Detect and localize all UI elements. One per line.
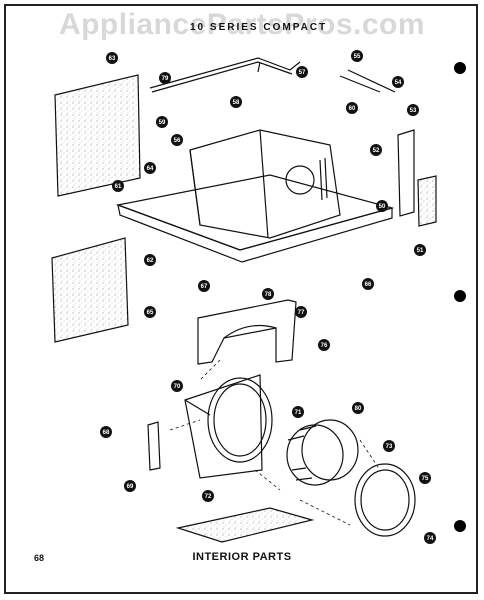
housing-body: [189, 129, 341, 239]
site-watermark: AppliancePartsPros.com: [58, 8, 426, 41]
svg-text:75: 75: [422, 476, 429, 482]
svg-text:80: 80: [355, 406, 362, 412]
callout-62: 62: [144, 254, 156, 266]
callout-58: 58: [230, 96, 242, 108]
callout-78: 78: [262, 288, 274, 300]
binder-hole: [454, 62, 466, 74]
callout-65: 65: [144, 306, 156, 318]
svg-text:60: 60: [349, 106, 356, 112]
svg-text:70: 70: [174, 384, 181, 390]
svg-text:79: 79: [162, 76, 169, 82]
svg-text:54: 54: [395, 80, 402, 86]
svg-text:55: 55: [354, 54, 361, 60]
svg-text:76: 76: [321, 343, 328, 349]
filter-panel-lower: [51, 237, 129, 343]
svg-text:63: 63: [109, 56, 116, 62]
callout-51: 51: [414, 244, 426, 256]
svg-text:78: 78: [265, 292, 272, 298]
svg-text:64: 64: [147, 166, 154, 172]
callout-60: 60: [346, 102, 358, 114]
binder-hole: [454, 520, 466, 532]
svg-text:62: 62: [147, 258, 154, 264]
callout-63: 63: [106, 52, 118, 64]
callout-73: 73: [383, 440, 395, 452]
callout-53: 53: [407, 104, 419, 116]
svg-text:65: 65: [147, 310, 154, 316]
callout-70: 70: [171, 380, 183, 392]
svg-text:57: 57: [299, 70, 306, 76]
callout-79: 79: [159, 72, 171, 84]
svg-text:71: 71: [295, 410, 302, 416]
filter-panel-upper: [54, 74, 141, 197]
page-border: [4, 4, 478, 594]
cover-plate: [175, 507, 315, 543]
callout-55: 55: [351, 50, 363, 62]
svg-text:66: 66: [365, 282, 372, 288]
mounting-bracket: [197, 299, 297, 365]
side-panel-51: [417, 175, 437, 227]
callout-57: 57: [296, 66, 308, 78]
blower-wheel: [286, 419, 359, 486]
svg-text:58: 58: [233, 100, 240, 106]
callout-69: 69: [124, 480, 136, 492]
svg-text:51: 51: [417, 248, 424, 254]
svg-text:77: 77: [298, 310, 305, 316]
series-heading: 10 SERIES COMPACT: [190, 22, 328, 33]
callout-77: 77: [295, 306, 307, 318]
orifice-ring: [354, 463, 416, 537]
callout-74: 74: [424, 532, 436, 544]
base-pan: [115, 174, 395, 251]
callout-61: 61: [112, 180, 124, 192]
svg-text:67: 67: [201, 284, 208, 290]
svg-text:52: 52: [373, 148, 380, 154]
binder-hole: [454, 290, 466, 302]
svg-text:68: 68: [103, 430, 110, 436]
svg-text:72: 72: [205, 494, 212, 500]
svg-text:56: 56: [174, 138, 181, 144]
callout-59: 59: [156, 116, 168, 128]
callout-71: 71: [292, 406, 304, 418]
svg-text:59: 59: [159, 120, 166, 126]
top-rail: [149, 57, 301, 89]
blower-housing: [184, 374, 263, 479]
small-bracket: [147, 421, 161, 471]
svg-text:74: 74: [427, 536, 434, 542]
callout-67: 67: [198, 280, 210, 292]
callout-56: 56: [171, 134, 183, 146]
callout-66: 66: [362, 278, 374, 290]
callout-72: 72: [202, 490, 214, 502]
svg-text:69: 69: [127, 484, 134, 490]
diagram-title: INTERIOR PARTS: [192, 551, 292, 563]
page-number: 68: [34, 553, 45, 563]
callout-76: 76: [318, 339, 330, 351]
callout-80: 80: [352, 402, 364, 414]
svg-text:61: 61: [115, 184, 122, 190]
side-bracket: [397, 129, 415, 217]
callout-markers: 63 79 57 55 54 58 59 56 60 53 64 52 61 5…: [100, 50, 436, 544]
callout-64: 64: [144, 162, 156, 174]
callout-50: 50: [376, 200, 388, 212]
svg-text:50: 50: [379, 204, 386, 210]
svg-text:53: 53: [410, 108, 417, 114]
callout-68: 68: [100, 426, 112, 438]
callout-54: 54: [392, 76, 404, 88]
callout-75: 75: [419, 472, 431, 484]
callout-52: 52: [370, 144, 382, 156]
svg-text:73: 73: [386, 444, 393, 450]
